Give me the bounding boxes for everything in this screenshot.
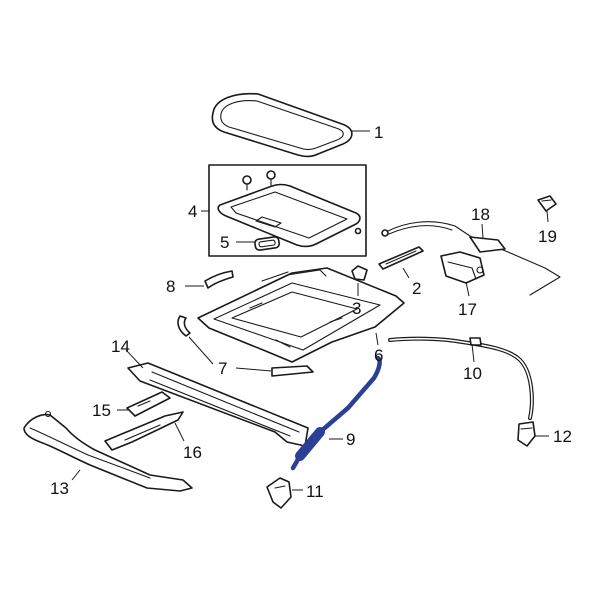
part-7-seal-right	[271, 365, 314, 377]
callout-14: 14	[111, 337, 130, 356]
callout-4: 4	[188, 202, 197, 221]
callout-13: 13	[50, 479, 69, 498]
callout-3: 3	[352, 299, 361, 318]
callout-10: 10	[463, 364, 482, 383]
part-17-motor	[440, 251, 485, 284]
callout-1: 1	[374, 123, 383, 142]
drain-tube-outer	[317, 355, 382, 435]
callout-5: 5	[220, 233, 229, 252]
callout-8: 8	[166, 277, 175, 296]
part-8-bracket	[204, 270, 234, 289]
callout-15: 15	[92, 401, 111, 420]
part-7-seal-left	[177, 315, 191, 337]
part-10-drain-hose	[388, 336, 534, 420]
part-3-clip	[351, 265, 368, 281]
drain-tube-tip	[290, 453, 303, 471]
part-13-front-rail	[23, 410, 193, 492]
callout-17: 17	[458, 300, 477, 319]
callout-18: 18	[471, 205, 490, 224]
callout-9: 9	[346, 430, 355, 449]
part-1-glass-panel	[211, 92, 353, 158]
leader-lines	[71, 130, 549, 491]
callout-19: 19	[538, 227, 557, 246]
callout-labels: 1 2 3 4 5 6 7 8 9 10 11 12 13 14 15 16 1…	[50, 123, 572, 501]
drain-tube-body	[295, 427, 325, 461]
part-9-drain-tube	[290, 355, 382, 471]
callout-11: 11	[306, 482, 324, 501]
part-4-sunshade-box	[208, 164, 367, 257]
part-12-connector	[517, 421, 536, 447]
part-16-slider	[104, 411, 184, 451]
part-15-slider	[126, 391, 171, 417]
part-6-frame	[197, 267, 405, 363]
callout-16: 16	[183, 443, 202, 462]
part-11-connector	[266, 477, 292, 509]
part-2-guide-bracket	[378, 246, 424, 270]
callout-7: 7	[218, 359, 227, 378]
part-19-bracket	[537, 195, 557, 212]
part-14-rear-rail	[127, 362, 309, 447]
part-18-harness	[381, 221, 561, 296]
callout-12: 12	[553, 427, 572, 446]
part-5-handle	[254, 236, 281, 251]
callout-2: 2	[412, 279, 421, 298]
callout-6: 6	[374, 346, 383, 365]
